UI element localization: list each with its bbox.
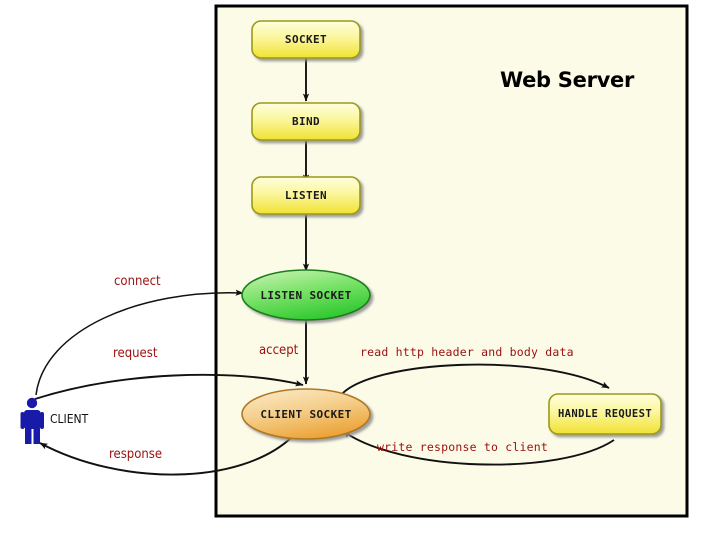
page-title: Web Server: [500, 68, 635, 92]
node-handle-request: [548, 393, 662, 435]
edge-request: [34, 373, 304, 400]
node-listen-socket: [241, 269, 371, 321]
node-listen: [251, 176, 361, 215]
edge-write-response: [342, 430, 615, 466]
node-client-socket: [241, 388, 371, 440]
edge-read-http: [340, 363, 610, 396]
edge-response: [39, 436, 293, 476]
edge-connect: [35, 289, 244, 396]
node-socket: [251, 20, 361, 59]
client-actor-icon: [20, 397, 44, 444]
node-bind: [251, 102, 361, 141]
client-actor-label: CLIENT: [50, 412, 89, 426]
